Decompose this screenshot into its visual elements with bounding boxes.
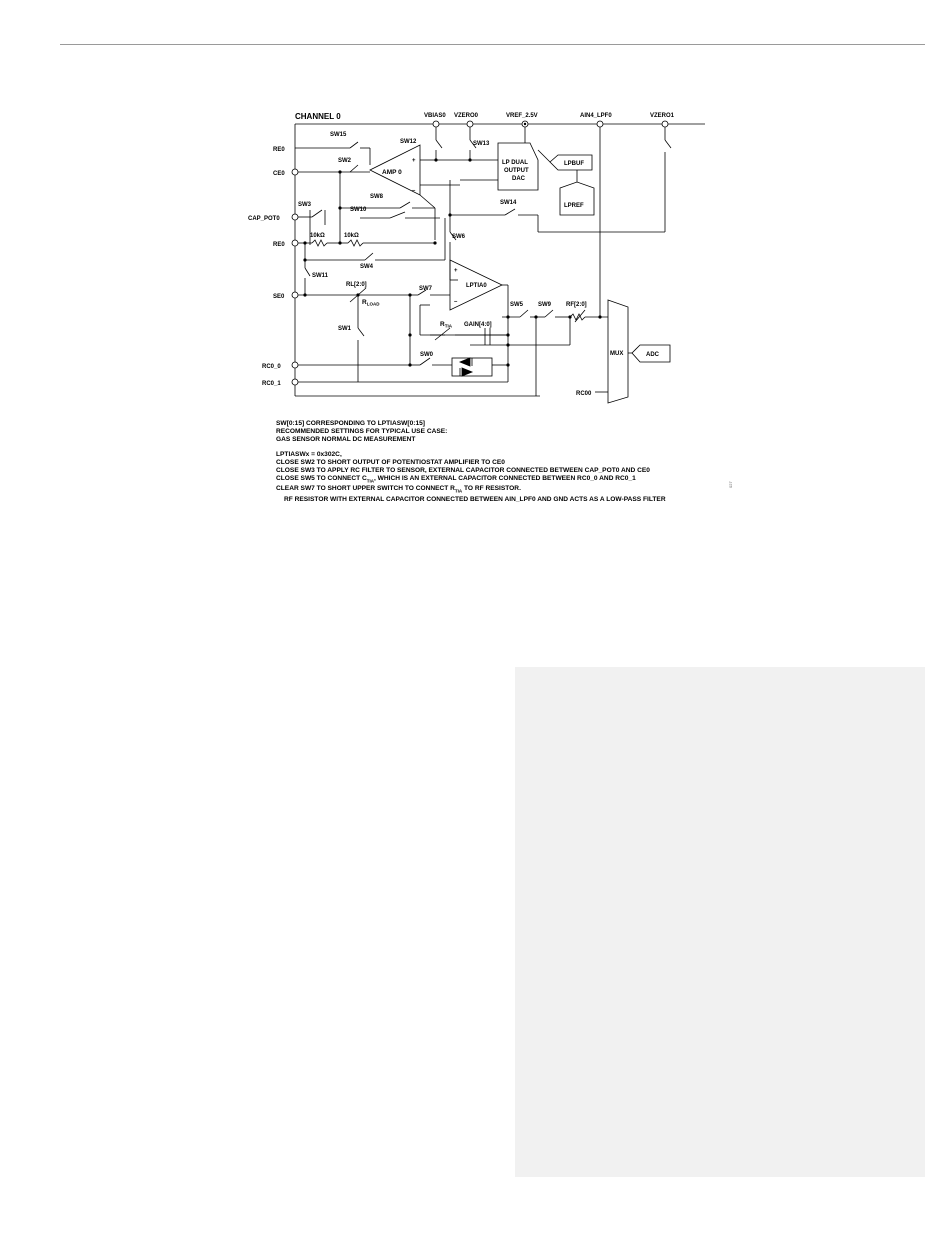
tia-plus: + (454, 268, 458, 274)
pin-vref: VREF_2.5V (506, 113, 538, 119)
resistor-10k-1: 10kΩ (310, 233, 325, 239)
label-rl: RL[2:0] (346, 282, 367, 288)
dac-line3: DAC (512, 176, 526, 182)
pin-re0: RE0 (273, 242, 285, 248)
label-rload: RLOAD (362, 299, 380, 307)
label-sw1: SW1 (338, 326, 352, 332)
label-rc00: RC00 (576, 391, 592, 397)
label-sw3: SW3 (298, 202, 312, 208)
pin-vzero1: VZERO1 (650, 113, 675, 119)
pin-re0-top: RE0 (273, 147, 285, 153)
note-line: CLEAR SW7 TO SHORT UPPER SWITCH TO CONNE… (276, 485, 521, 494)
header-rule (60, 44, 925, 45)
pin-vbias0: VBIAS0 (424, 113, 446, 119)
pin-cap-pot0: CAP_POT0 (248, 216, 280, 222)
dac-line2: OUTPUT (504, 168, 529, 174)
circuit-schematic: CHANNEL 0 VBIAS0 VZERO0 VREF_2.5V AIN4_L… (248, 112, 705, 404)
figure-notes: SW[0:15] CORRESPONDING TO LPTIASW[0:15] … (276, 420, 746, 504)
label-sw7: SW7 (419, 286, 433, 292)
pin-se0: SE0 (273, 294, 285, 300)
label-sw5: SW5 (510, 302, 524, 308)
tia-minus: – (454, 299, 458, 305)
label-sw12: SW12 (400, 139, 417, 145)
pin-ain4-lpf0: AIN4_LPF0 (580, 113, 612, 119)
label-amp0: AMP 0 (382, 169, 402, 176)
pin-ce0: CE0 (273, 171, 285, 177)
label-gain: GAIN[4:0] (464, 322, 492, 328)
label-sw6: SW6 (452, 234, 466, 240)
label-sw13: SW13 (473, 141, 490, 147)
channel-title: CHANNEL 0 (295, 112, 341, 121)
label-adc: ADC (646, 352, 660, 358)
label-rf: RF[2:0] (566, 302, 587, 308)
note-line: GAS SENSOR NORMAL DC MEASUREMENT (276, 436, 416, 443)
note-line: CLOSE SW3 TO APPLY RC FILTER TO SENSOR, … (276, 467, 650, 474)
label-rtia: RTIA (440, 321, 453, 329)
label-sw14: SW14 (500, 200, 517, 206)
label-sw8: SW8 (370, 194, 384, 200)
label-sw0: SW0 (420, 352, 434, 358)
pin-vzero0: VZERO0 (454, 113, 479, 119)
dac-line1: LP DUAL (502, 160, 528, 166)
note-line: LPTIASWx = 0x302C, (276, 451, 342, 458)
label-mux: MUX (610, 351, 623, 357)
amp-minus: – (412, 188, 416, 194)
figure-number: 027 (728, 481, 733, 488)
sidebar-gray-panel (515, 667, 925, 1177)
note-line: RECOMMENDED SETTINGS FOR TYPICAL USE CAS… (276, 428, 448, 435)
label-sw15: SW15 (330, 132, 347, 138)
note-line: CLOSE SW2 TO SHORT OUTPUT OF POTENTIOSTA… (276, 459, 505, 466)
amp-plus: + (412, 158, 416, 164)
pin-rc0-0: RC0_0 (262, 364, 281, 370)
label-sw10: SW10 (350, 207, 367, 213)
pin-rc0-1: RC0_1 (262, 381, 281, 387)
note-line: RF RESISTOR WITH EXTERNAL CAPACITOR CONN… (284, 495, 666, 503)
label-sw11: SW11 (312, 273, 329, 279)
label-lpbuf: LPBUF (564, 161, 584, 167)
label-sw4: SW4 (360, 264, 374, 270)
label-lptia0: LPTIA0 (466, 283, 487, 289)
resistor-10k-2: 10kΩ (344, 233, 359, 239)
note-line: CLOSE SW5 TO CONNECT CTIA, WHICH IS AN E… (276, 475, 636, 484)
label-sw9: SW9 (538, 302, 552, 308)
note-line: SW[0:15] CORRESPONDING TO LPTIASW[0:15] (276, 420, 425, 427)
channel0-circuit-diagram: CHANNEL 0 VBIAS0 VZERO0 VREF_2.5V AIN4_L… (240, 100, 750, 505)
label-lpref: LPREF (564, 203, 584, 209)
label-sw2: SW2 (338, 158, 352, 164)
